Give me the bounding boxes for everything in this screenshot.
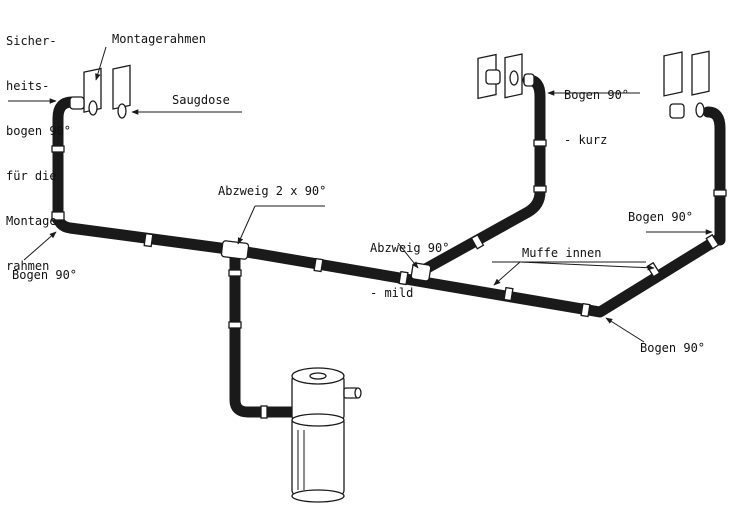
label-line: Montage- [6, 214, 64, 228]
label-line: - kurz [564, 133, 608, 147]
label-sicherheitsbogen: Sicher- heits- bogen 90° für die Montage… [6, 4, 71, 304]
label-line: rahmen [6, 259, 50, 273]
label-bogen-left: Bogen 90° [12, 268, 78, 282]
label-montagerahmen: Montagerahmen [112, 32, 206, 46]
label-line: Sicher- [6, 34, 57, 48]
label-saugdose: Saugdose [172, 93, 230, 107]
label-line: Bogen 90° [564, 88, 630, 102]
central-unit [291, 367, 362, 503]
label-bogen-bottom: Bogen 90° [640, 341, 706, 355]
label-abzweig-mild: Abzweig 90° - mild [370, 211, 449, 331]
label-line: - mild [370, 286, 414, 300]
label-line: Abzweig 90° [370, 241, 450, 255]
leader-arrows [8, 46, 713, 343]
label-line: für die [6, 169, 57, 183]
label-line: bogen 90° [6, 124, 72, 138]
label-line: heits- [6, 79, 50, 93]
label-bogen-kurz: Bogen 90° - kurz [564, 58, 629, 178]
label-bogen-right: Bogen 90° [628, 210, 694, 224]
mounting-frames [69, 50, 710, 119]
label-abzweig-2x90: Abzweig 2 x 90° [218, 184, 327, 198]
label-muffe-innen: Muffe innen [522, 246, 602, 260]
